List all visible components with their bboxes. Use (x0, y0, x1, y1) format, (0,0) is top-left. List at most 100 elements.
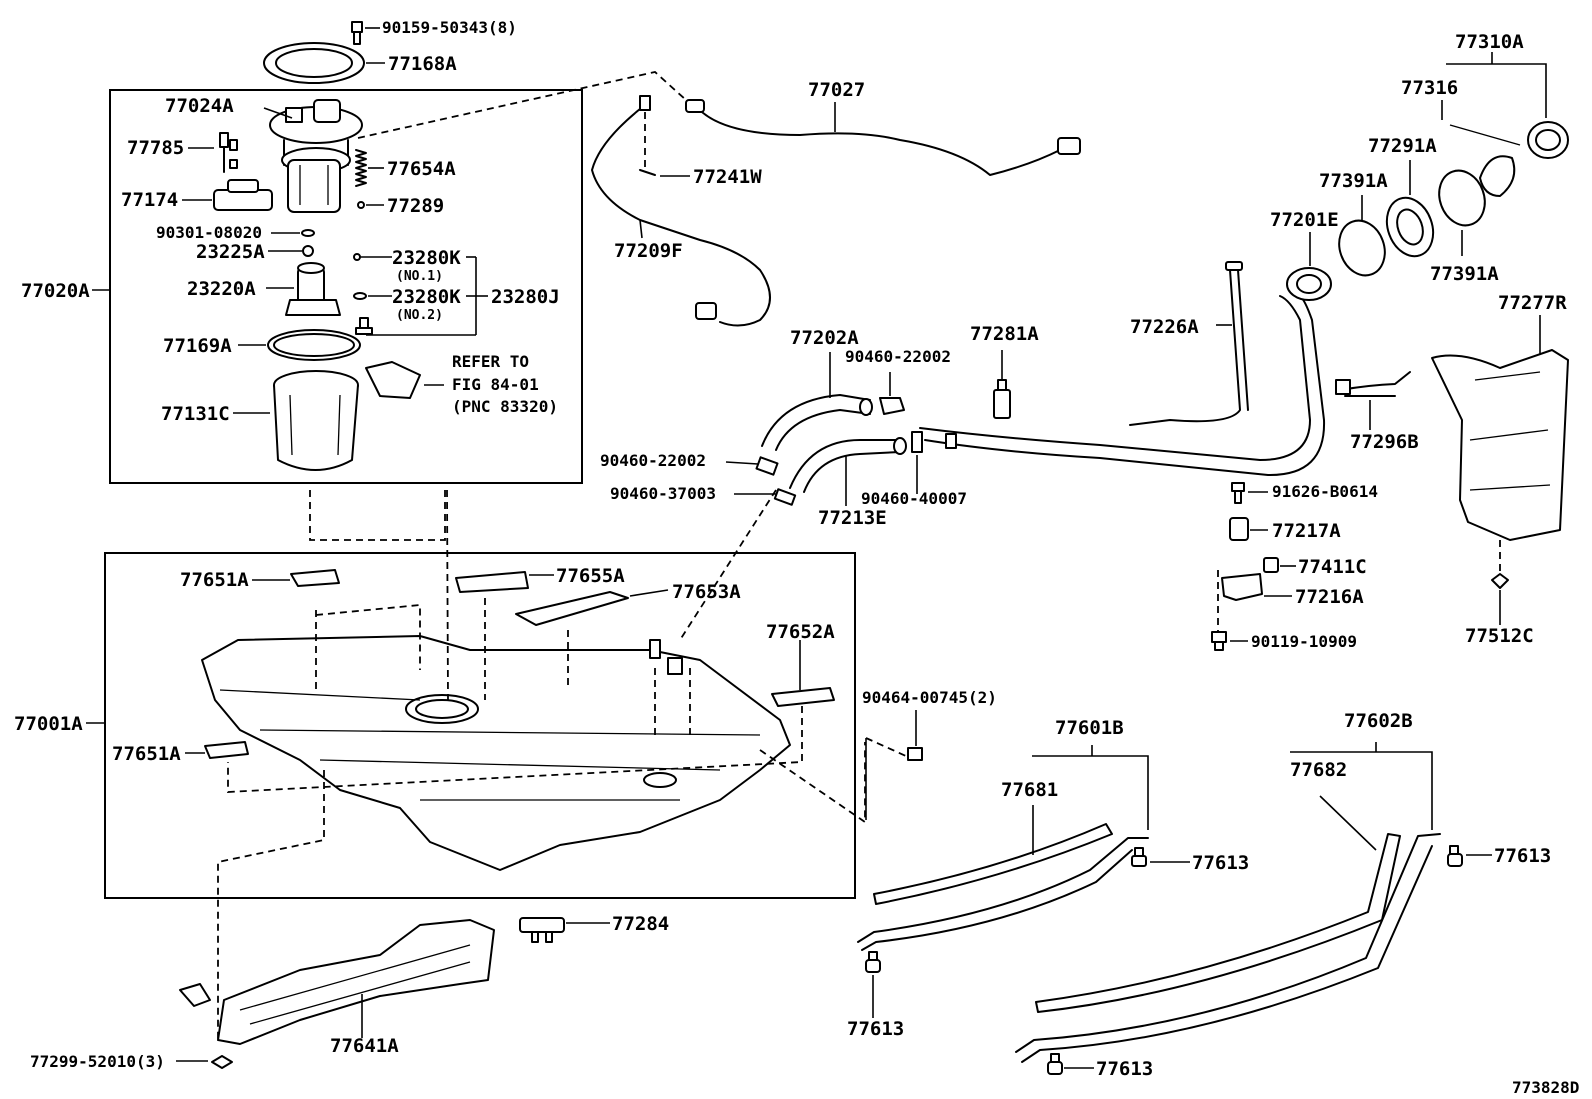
callout-77299[interactable]: 77299-52010(3) (30, 1052, 165, 1071)
bolt-91626-icon[interactable] (1231, 482, 1245, 504)
fuel-pump-module-icon[interactable] (269, 99, 363, 213)
protector-77653A-icon[interactable] (515, 591, 629, 626)
spring-77654A-icon[interactable] (355, 149, 367, 187)
callout-77654A[interactable]: 77654A (387, 158, 456, 180)
clip-90464-icon[interactable] (907, 747, 923, 761)
callout-77027[interactable]: 77027 (808, 79, 865, 101)
gasket-77391A-a-icon[interactable] (1332, 214, 1392, 282)
callout-77168A[interactable]: 77168A (388, 53, 457, 75)
callout-23280J[interactable]: 23280J (491, 286, 560, 308)
retainer-77291A-icon[interactable] (1379, 191, 1441, 262)
bolt-77613-d-icon[interactable] (1047, 1053, 1063, 1075)
protector-77277R-icon[interactable] (1431, 349, 1569, 541)
clamp-77241W-icon[interactable] (639, 169, 656, 176)
callout-77316[interactable]: 77316 (1401, 77, 1458, 99)
callout-23280K-no2[interactable]: 23280K (392, 286, 461, 308)
band-77682-icon[interactable] (1035, 833, 1401, 1013)
callout-90464[interactable]: 90464-00745(2) (862, 688, 997, 707)
callout-23225A[interactable]: 23225A (196, 241, 265, 263)
filler-pipe-77201E-icon[interactable] (919, 295, 1326, 477)
protector-77641A-icon[interactable] (179, 919, 495, 1045)
bracket-77216A-icon[interactable] (1221, 573, 1263, 601)
breather-tube-77226A-icon[interactable] (1129, 269, 1249, 426)
callout-77020A[interactable]: 77020A (21, 280, 90, 302)
band-77602B-icon[interactable] (1015, 833, 1441, 1063)
bolt-90159-icon[interactable] (351, 21, 363, 45)
callout-77613-b[interactable]: 77613 (1494, 845, 1551, 867)
clamp-90460-37003-icon[interactable] (773, 488, 797, 506)
callout-77613-a[interactable]: 77613 (1192, 852, 1249, 874)
clamp-90460-22002-a-icon[interactable] (879, 397, 905, 415)
callout-77291A[interactable]: 77291A (1368, 135, 1437, 157)
clip-77284-icon[interactable] (519, 917, 565, 943)
callout-77284[interactable]: 77284 (612, 913, 669, 935)
callout-90460-22002-a[interactable]: 90460-22002 (845, 347, 951, 366)
bolt-77613-a-icon[interactable] (1131, 847, 1147, 867)
callout-77653A[interactable]: 77653A (672, 581, 741, 603)
callout-77169A[interactable]: 77169A (163, 335, 232, 357)
clip-77289-icon[interactable] (357, 201, 365, 209)
callout-90460-22002-b[interactable]: 90460-22002 (600, 451, 706, 470)
fuel-cap-77310A-icon[interactable] (1527, 121, 1569, 159)
gasket-77169A-icon[interactable] (267, 329, 361, 361)
clip-77299-icon[interactable] (211, 1055, 233, 1069)
pressure-regulator-icon[interactable] (355, 317, 373, 335)
callout-90460-40007[interactable]: 90460-40007 (861, 489, 967, 508)
callout-77601B[interactable]: 77601B (1055, 717, 1124, 739)
callout-77652A[interactable]: 77652A (766, 621, 835, 643)
reference-part-83320-icon[interactable] (365, 361, 421, 399)
callout-77391A-a[interactable]: 77391A (1319, 170, 1388, 192)
callout-77613-d[interactable]: 77613 (1096, 1058, 1153, 1080)
callout-77174[interactable]: 77174 (121, 189, 178, 211)
callout-90460-37003[interactable]: 90460-37003 (610, 484, 716, 503)
callout-90119[interactable]: 90119-10909 (1251, 632, 1357, 651)
hose-77213E-icon[interactable] (789, 439, 901, 493)
callout-77391A-b[interactable]: 77391A (1430, 263, 1499, 285)
wire-harness-77209F-icon[interactable] (591, 104, 771, 327)
callout-77613-c[interactable]: 77613 (847, 1018, 904, 1040)
callout-77226A[interactable]: 77226A (1130, 316, 1199, 338)
callout-77681[interactable]: 77681 (1001, 779, 1058, 801)
callout-77216A[interactable]: 77216A (1295, 586, 1364, 608)
pipe-90460-40007-icon[interactable] (911, 431, 923, 453)
callout-77201E[interactable]: 77201E (1270, 209, 1339, 231)
fuel-tank-icon[interactable] (201, 635, 791, 871)
o-ring-90301-icon[interactable] (301, 229, 315, 237)
filter-77131C-icon[interactable] (273, 370, 359, 471)
bolt-77613-c-icon[interactable] (865, 951, 881, 973)
callout-77281A[interactable]: 77281A (970, 323, 1039, 345)
callout-77131C[interactable]: 77131C (161, 403, 230, 425)
band-77601B-icon[interactable] (857, 837, 1149, 951)
cushion-23225A-icon[interactable] (302, 245, 314, 257)
wire-harness-77027-icon[interactable] (695, 105, 1061, 176)
callout-77651A-top[interactable]: 77651A (180, 569, 249, 591)
callout-77602B[interactable]: 77602B (1344, 710, 1413, 732)
callout-77001A[interactable]: 77001A (14, 713, 83, 735)
bolt-77613-b-icon[interactable] (1447, 845, 1463, 867)
cap-strap-77316-icon[interactable] (1479, 155, 1516, 197)
callout-77202A[interactable]: 77202A (790, 327, 859, 349)
bolt-90119-icon[interactable] (1211, 631, 1227, 651)
callout-90301[interactable]: 90301-08020 (156, 223, 262, 242)
retainer-ring-77168A-icon[interactable] (263, 42, 365, 84)
callout-77310A[interactable]: 77310A (1455, 31, 1524, 53)
fuel-pump-23220A-icon[interactable] (285, 262, 341, 316)
callout-77411C[interactable]: 77411C (1298, 556, 1367, 578)
refer-note-line2[interactable]: FIG 84-01 (452, 375, 539, 394)
callout-23280K-no1[interactable]: 23280K (392, 247, 461, 269)
bracket-77174-icon[interactable] (213, 179, 273, 211)
callout-77209F[interactable]: 77209F (614, 240, 683, 262)
callout-77024A[interactable]: 77024A (165, 95, 234, 117)
callout-77682[interactable]: 77682 (1290, 759, 1347, 781)
callout-77641A[interactable]: 77641A (330, 1035, 399, 1057)
grommet-77411C-icon[interactable] (1263, 557, 1279, 573)
callout-77655A[interactable]: 77655A (556, 565, 625, 587)
band-77681-icon[interactable] (873, 823, 1113, 905)
valve-77281A-icon[interactable] (993, 379, 1011, 419)
callout-77213E[interactable]: 77213E (818, 507, 887, 529)
callout-23220A[interactable]: 23220A (187, 278, 256, 300)
callout-90159[interactable]: 90159-50343(8) (382, 18, 517, 37)
clip-77512C-icon[interactable] (1491, 573, 1509, 589)
callout-77296B[interactable]: 77296B (1350, 431, 1419, 453)
callout-77289[interactable]: 77289 (387, 195, 444, 217)
